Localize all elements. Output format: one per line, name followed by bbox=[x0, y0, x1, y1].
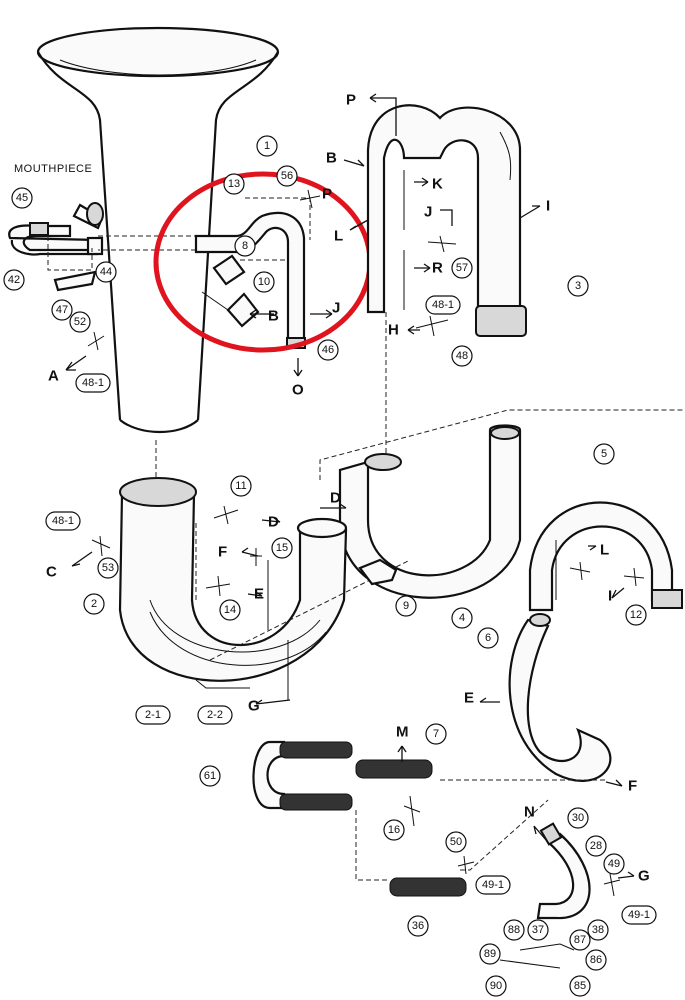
letter-d-bow: D bbox=[268, 514, 279, 531]
leader-36 bbox=[355, 810, 390, 881]
part-number-53: 53 bbox=[102, 562, 114, 574]
part-7-slide bbox=[355, 759, 433, 779]
mouthpiece-label: MOUTHPIECE bbox=[14, 163, 92, 175]
part-number-30: 30 bbox=[572, 812, 584, 824]
letter-f-s-tube: F bbox=[628, 778, 637, 795]
part-number-5: 5 bbox=[601, 448, 607, 460]
part-number-89: 89 bbox=[484, 948, 496, 960]
letter-j-highlight: J bbox=[332, 300, 340, 317]
part-number-1: 1 bbox=[264, 140, 270, 152]
part-label-2-1: 2-1 bbox=[145, 709, 161, 721]
part-number-52: 52 bbox=[74, 316, 86, 328]
part-5-u-tube bbox=[528, 501, 683, 612]
letter-p-highlight: P bbox=[322, 186, 332, 203]
letter-i-loop: I bbox=[546, 198, 550, 215]
part-number-37: 37 bbox=[532, 924, 544, 936]
letter-j-loop: J bbox=[424, 204, 432, 221]
part-number-44: 44 bbox=[100, 266, 112, 278]
part-label-48-1-c: 48-1 bbox=[52, 515, 74, 527]
part-6-s-tube bbox=[440, 613, 612, 782]
letter-d-tube: D bbox=[330, 490, 341, 507]
part-36-slide bbox=[389, 877, 467, 897]
part-number-2: 2 bbox=[91, 598, 97, 610]
part-label-48-1-b: 48-1 bbox=[432, 299, 454, 311]
letter-i-u-tube: I bbox=[608, 588, 612, 605]
part-number-42: 42 bbox=[8, 274, 20, 286]
letter-a: A bbox=[48, 368, 59, 385]
letter-h: H bbox=[388, 322, 399, 339]
screw-symbols bbox=[87, 189, 645, 897]
part-number-8: 8 bbox=[242, 240, 248, 252]
part-4-u-tube bbox=[319, 409, 685, 599]
part-number-13: 13 bbox=[228, 178, 240, 190]
letter-e-s-tube: E bbox=[464, 690, 474, 707]
part-number-86: 86 bbox=[590, 954, 602, 966]
letter-n: N bbox=[524, 804, 535, 821]
letter-k: K bbox=[432, 176, 443, 193]
part-number-90: 90 bbox=[490, 980, 502, 992]
part-number-11: 11 bbox=[235, 480, 246, 492]
part-3-loop bbox=[366, 104, 527, 460]
letter-c: C bbox=[46, 564, 57, 581]
part-number-38: 38 bbox=[592, 924, 604, 936]
part-number-47: 47 bbox=[56, 304, 68, 316]
part-number-3: 3 bbox=[575, 280, 581, 292]
part-number-16: 16 bbox=[388, 824, 400, 836]
part-label-49-1-a: 49-1 bbox=[482, 879, 504, 891]
letter-e-bow: E bbox=[254, 586, 264, 603]
part-number-45: 45 bbox=[16, 192, 28, 204]
part-2-bow bbox=[118, 440, 411, 700]
letter-g-crook: G bbox=[638, 868, 650, 885]
part-9-plate bbox=[358, 558, 398, 586]
letter-o: O bbox=[292, 382, 304, 399]
part-label-48-1-a: 48-1 bbox=[82, 377, 104, 389]
leader-50 bbox=[460, 799, 549, 871]
part-number-46: 46 bbox=[322, 344, 334, 356]
part-number-85: 85 bbox=[574, 980, 586, 992]
part-number-88: 88 bbox=[508, 924, 520, 936]
part-number-12: 12 bbox=[630, 609, 642, 621]
letter-l-loop: L bbox=[334, 228, 343, 245]
part-number-49: 49 bbox=[608, 858, 620, 870]
part-number-56: 56 bbox=[281, 170, 293, 182]
bell-part bbox=[36, 26, 280, 434]
direction-arrows bbox=[65, 93, 635, 879]
part-number-28: 28 bbox=[590, 840, 602, 852]
part-number-14: 14 bbox=[224, 604, 236, 616]
letter-g-bow: G bbox=[248, 698, 260, 715]
part-number-15: 15 bbox=[276, 542, 288, 554]
sub-part-labels: 48-1 48-1 48-1 2-1 2-2 49-1 49-1 bbox=[45, 295, 657, 925]
part-number-7: 7 bbox=[433, 728, 439, 740]
letter-r: R bbox=[432, 260, 443, 277]
part-number-50: 50 bbox=[450, 836, 462, 848]
letter-b-highlight: B bbox=[268, 308, 279, 325]
part-label-2-2: 2-2 bbox=[207, 709, 223, 721]
letter-b-top: B bbox=[326, 150, 337, 167]
part-number-61: 61 bbox=[204, 770, 216, 782]
connection-letters: A B B C D D E E F F G G H I I J J K L L … bbox=[46, 92, 650, 885]
letter-f-bow: F bbox=[218, 544, 227, 561]
highlight-circle bbox=[153, 171, 373, 353]
letter-l-u-tube: L bbox=[600, 542, 609, 559]
part-number-9: 9 bbox=[403, 600, 409, 612]
part-number-6: 6 bbox=[485, 632, 491, 644]
letter-p-loop: P bbox=[346, 92, 356, 109]
part-number-4: 4 bbox=[459, 612, 465, 624]
part-13-tube bbox=[194, 211, 306, 349]
letter-m: M bbox=[396, 724, 409, 741]
part-number-48: 48 bbox=[456, 350, 468, 362]
part-number-57: 57 bbox=[456, 262, 468, 274]
part-61-slide bbox=[252, 740, 353, 811]
part-label-49-1-b: 49-1 bbox=[628, 909, 650, 921]
part-numbers: 1 2 3 4 5 6 7 8 9 10 11 12 13 14 15 16 2… bbox=[3, 135, 647, 997]
part-number-87: 87 bbox=[574, 934, 586, 946]
part-number-36: 36 bbox=[412, 920, 424, 932]
part-number-10: 10 bbox=[258, 276, 270, 288]
